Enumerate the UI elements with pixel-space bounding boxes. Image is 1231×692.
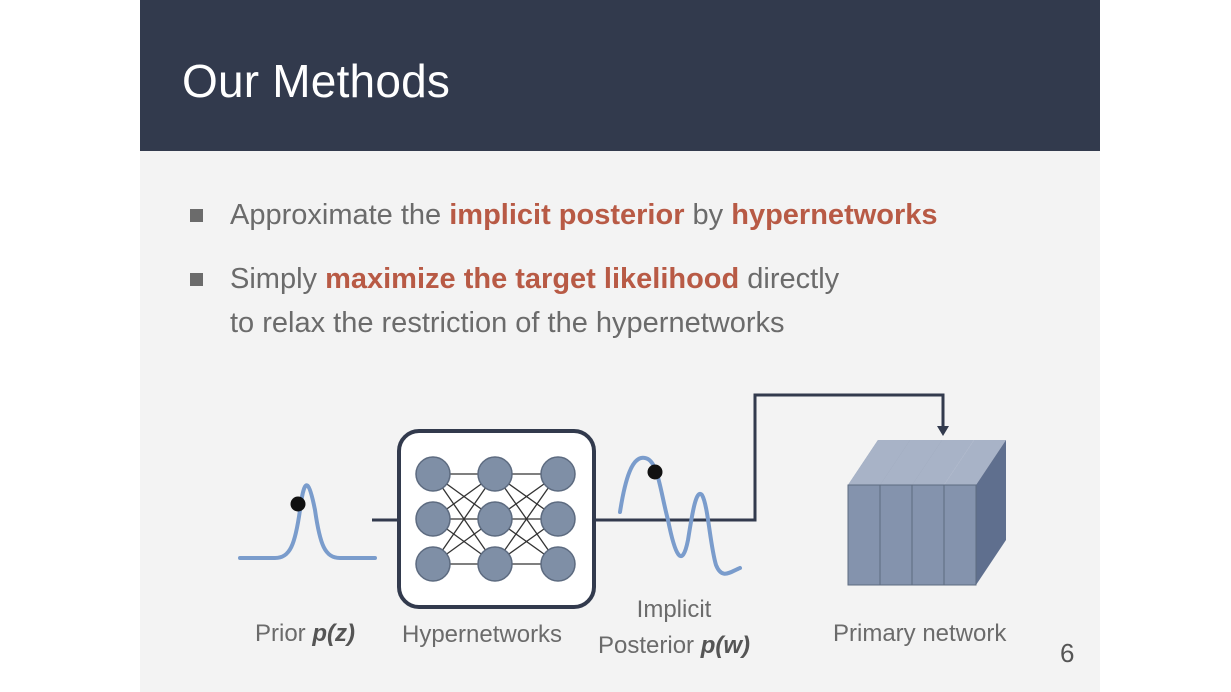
- primary-network-layers: [848, 440, 1006, 585]
- prior-distribution-curve: [240, 485, 375, 558]
- method-diagram: [140, 0, 1100, 692]
- slide: Our Methods Approximate the implicit pos…: [140, 0, 1100, 692]
- posterior-sample-dot: [648, 465, 663, 480]
- posterior-distribution-curve: [620, 458, 740, 574]
- primary-network-label: Primary network: [833, 620, 1006, 648]
- posterior-label: Implicit Posterior p(w): [598, 592, 750, 664]
- prior-sample-dot: [291, 497, 306, 512]
- hypernetwork-nodes: [416, 457, 575, 581]
- prior-label: Prior p(z): [255, 620, 355, 648]
- page-number: 6: [1060, 638, 1074, 669]
- arrow-head-icon: [937, 426, 949, 436]
- hypernetworks-label: Hypernetworks: [402, 621, 562, 649]
